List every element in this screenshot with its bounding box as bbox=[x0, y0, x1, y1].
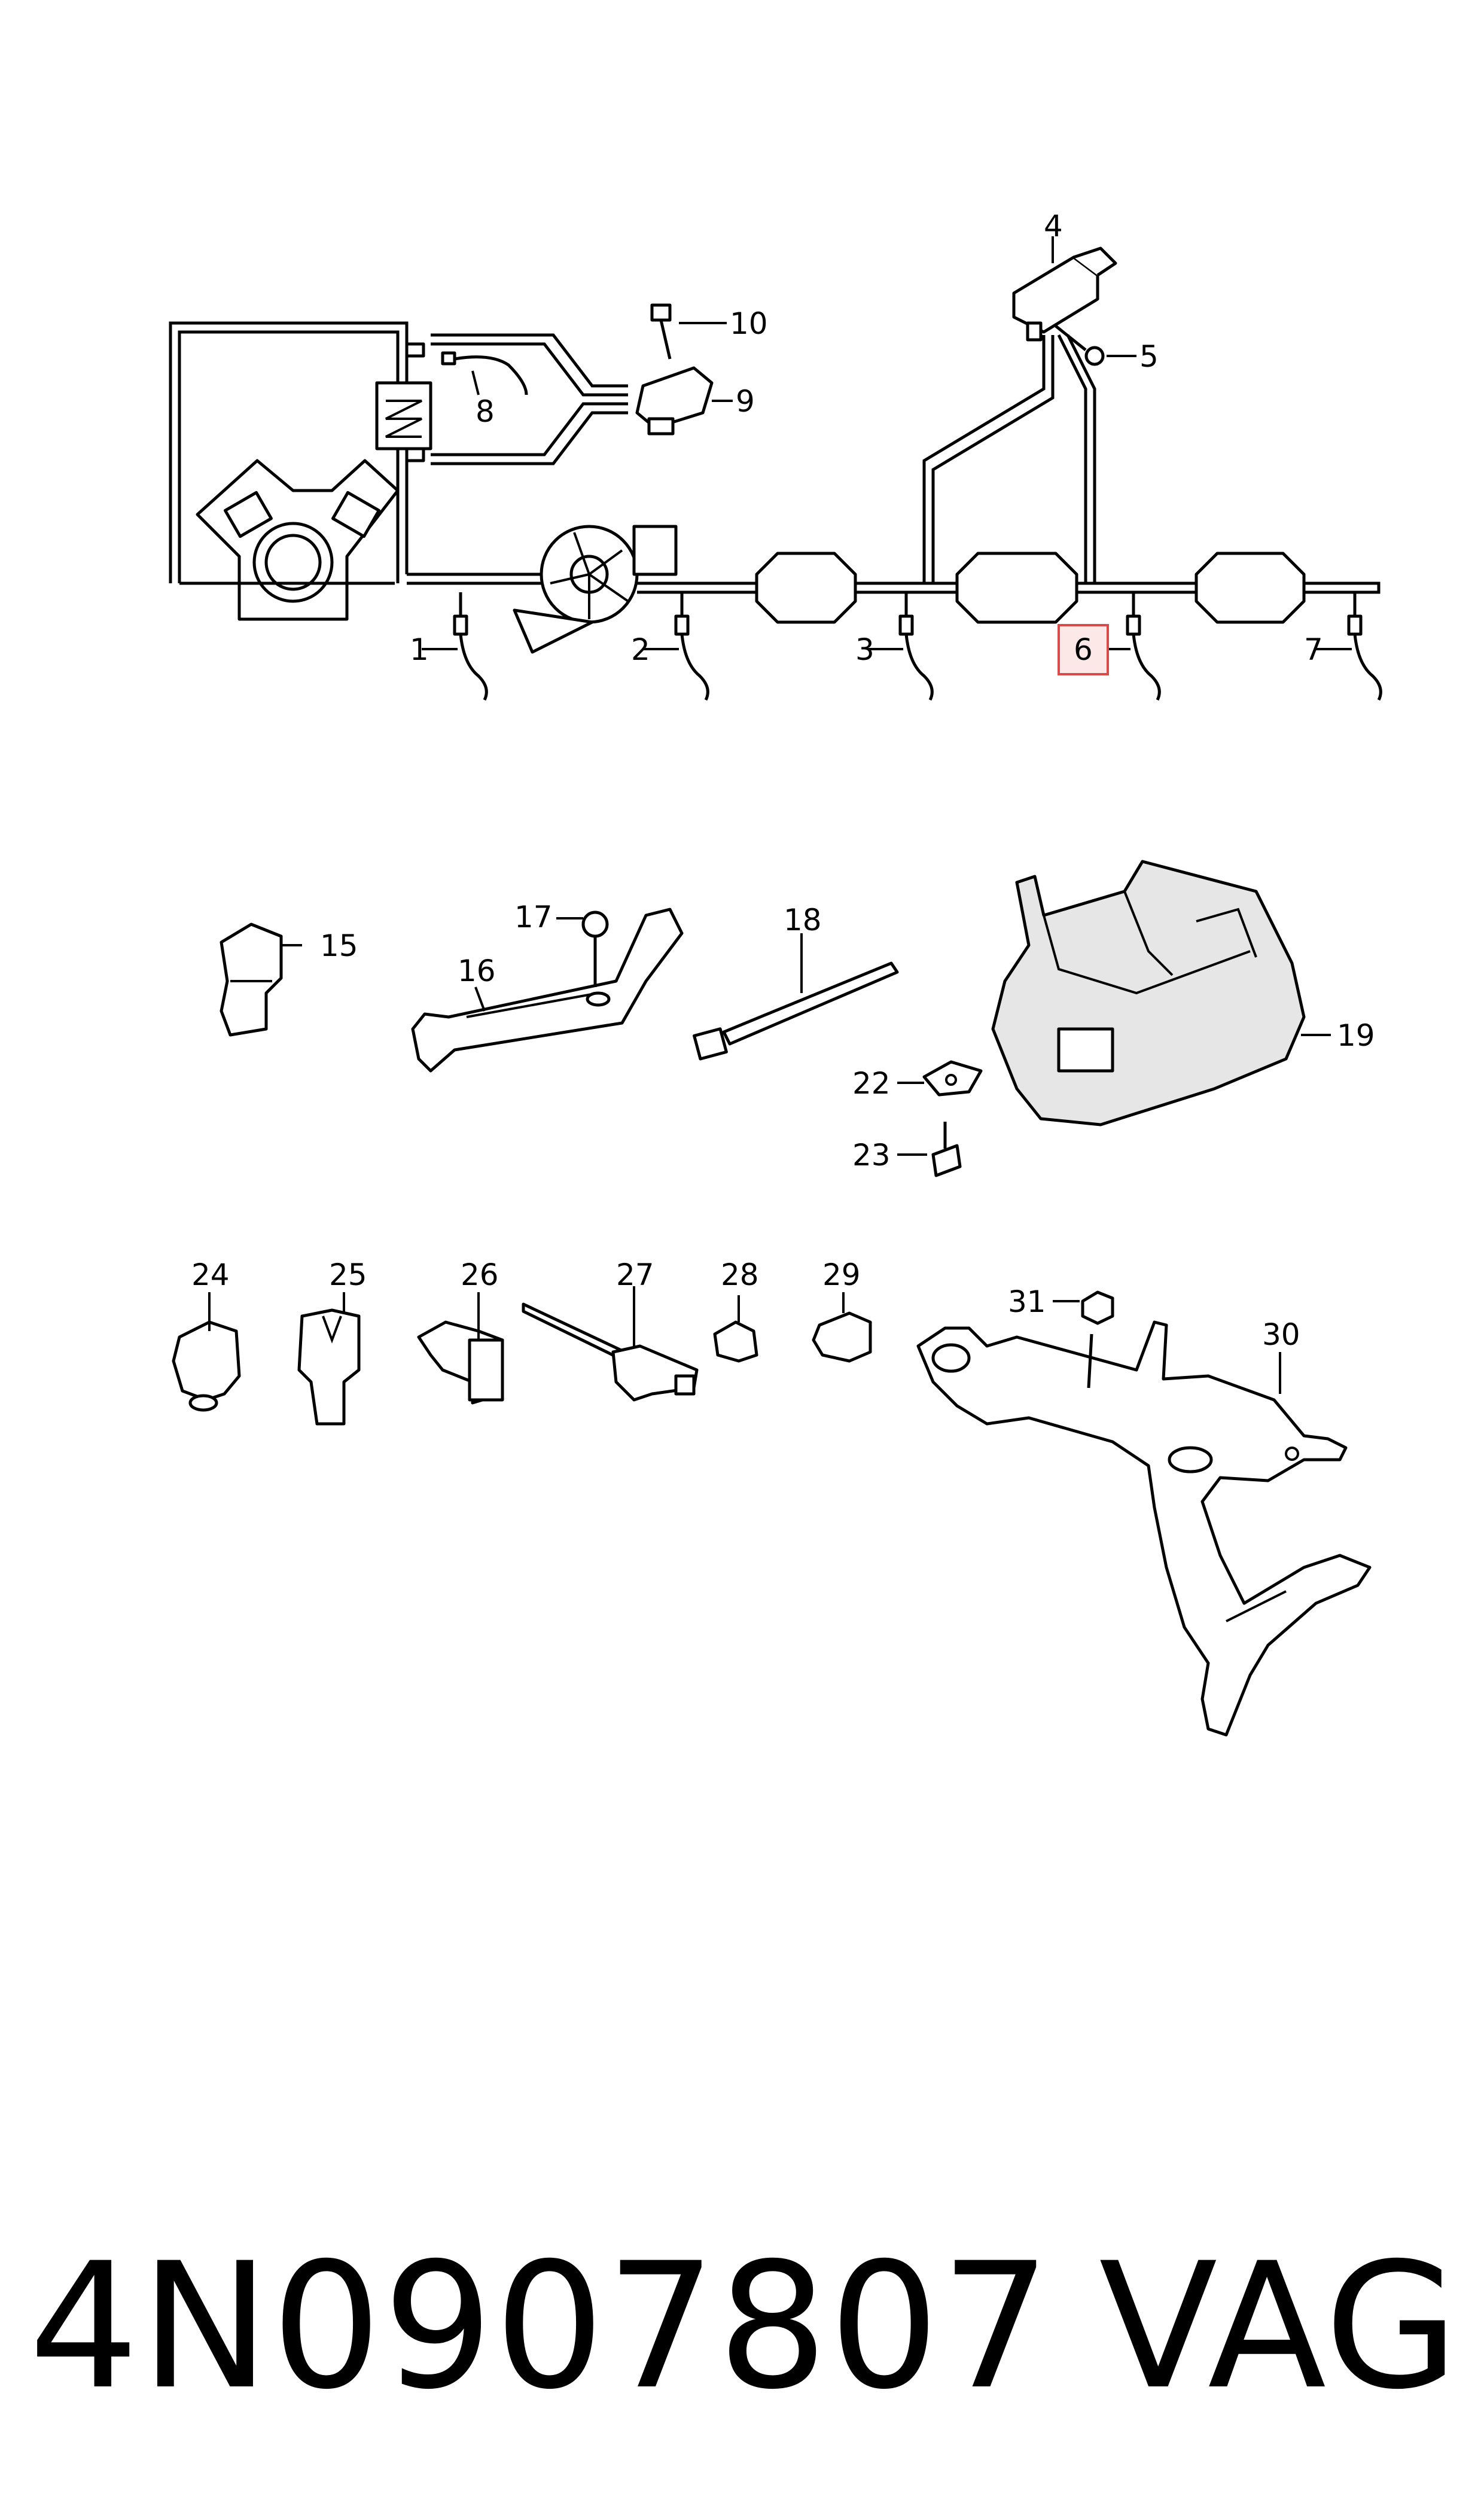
screw-17 bbox=[556, 911, 609, 987]
callout-1: 1 bbox=[410, 632, 429, 667]
bracket-16 bbox=[411, 908, 684, 1073]
callout-18: 18 bbox=[784, 903, 822, 937]
callout-23: 23 bbox=[852, 1138, 891, 1173]
callout-25: 25 bbox=[329, 1258, 367, 1292]
callout-16: 16 bbox=[458, 954, 496, 988]
callout-2: 2 bbox=[631, 632, 650, 667]
callout-5: 5 bbox=[1139, 339, 1159, 374]
exhaust-schematic bbox=[169, 321, 1381, 654]
leaders-top bbox=[422, 236, 1352, 650]
parts-diagram: 1 2 3 4 5 6 7 8 9 10 15 16 17 18 19 22 2… bbox=[169, 209, 1382, 1737]
bracket-30 bbox=[916, 1320, 1372, 1737]
callout-4: 4 bbox=[1044, 209, 1063, 243]
callout-30: 30 bbox=[1262, 1317, 1300, 1352]
callout-7: 7 bbox=[1304, 632, 1323, 667]
callout-9: 9 bbox=[736, 384, 755, 419]
part-number: 4N0907807 bbox=[29, 2226, 1052, 2428]
callout-26: 26 bbox=[461, 1258, 499, 1292]
catalytic-converter-2 bbox=[955, 552, 1078, 624]
clip-25 bbox=[297, 1292, 361, 1426]
clip-28 bbox=[713, 1295, 758, 1363]
sensor-box bbox=[375, 381, 432, 450]
clip-24 bbox=[172, 1292, 241, 1412]
clip-15 bbox=[220, 922, 302, 1037]
callout-22: 22 bbox=[852, 1066, 891, 1101]
cable-tie-18 bbox=[693, 933, 899, 1061]
nut-31 bbox=[1053, 1290, 1114, 1389]
highlight-box-6 bbox=[1058, 624, 1109, 675]
catalytic-converter-3 bbox=[1194, 552, 1306, 624]
callout-24: 24 bbox=[191, 1258, 230, 1292]
callout-15: 15 bbox=[320, 928, 358, 963]
battery-tray-19 bbox=[991, 860, 1331, 1126]
callout-8: 8 bbox=[476, 394, 495, 429]
callout-17: 17 bbox=[514, 900, 553, 934]
callout-29: 29 bbox=[822, 1258, 861, 1292]
screw-5 bbox=[1055, 325, 1105, 366]
callout-labels: 1 2 3 4 5 6 7 8 9 10 15 16 17 18 19 22 2… bbox=[191, 209, 1375, 1352]
callout-31: 31 bbox=[1008, 1284, 1046, 1319]
valve-9 bbox=[635, 366, 714, 436]
pressure-sensor-4 bbox=[1012, 246, 1117, 342]
cable-tie-27 bbox=[522, 1286, 699, 1402]
clip-nut-22 bbox=[897, 1060, 983, 1097]
sensor-lead-8 bbox=[441, 351, 528, 395]
callout-10: 10 bbox=[730, 306, 768, 341]
callout-19: 19 bbox=[1337, 1018, 1375, 1053]
clip-29 bbox=[812, 1292, 872, 1363]
exhaust-probes bbox=[453, 592, 1382, 701]
bolt-10 bbox=[650, 303, 672, 360]
holder-26 bbox=[417, 1292, 504, 1405]
callout-6: 6 bbox=[1074, 632, 1093, 667]
bolt-23 bbox=[897, 1122, 962, 1177]
callout-28: 28 bbox=[721, 1258, 759, 1292]
brand-name: VAG bbox=[1099, 2226, 1460, 2428]
callout-27: 27 bbox=[616, 1258, 654, 1292]
footer: 4N0907807 VAG bbox=[0, 2225, 1484, 2429]
callout-3: 3 bbox=[855, 632, 874, 667]
catalytic-converter-1 bbox=[755, 552, 857, 624]
